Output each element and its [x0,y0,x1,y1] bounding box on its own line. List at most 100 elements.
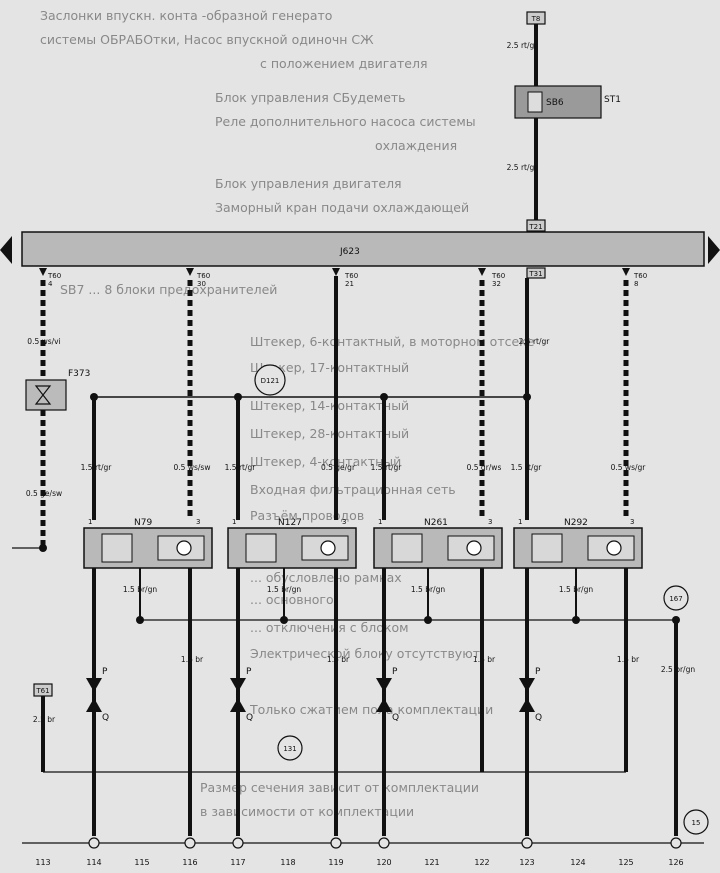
connector-label: T61 [35,687,49,695]
pin-number: 30 [197,280,206,288]
wire-label: 1.5 br/gn [267,585,301,594]
wire-label: 1.5 br/gn [411,585,445,594]
valve-k-icon [320,540,336,556]
pin-number: 8 [634,280,638,288]
fuse-label: SB6 [546,98,564,108]
diode-icon [86,698,102,712]
valve-k-icon [176,540,192,556]
diode-label: Q [535,713,542,723]
valve-pin: 3 [342,518,346,526]
bg-line: ... отключения с блоком [250,620,409,635]
terminal-circle [330,837,342,849]
diode-label: P [392,667,398,677]
wire-label: 2.5 rt/gr [507,163,539,172]
bg-line: Штекер, 28-контактный [250,426,409,441]
diode-label: P [102,667,108,677]
valve-coil [245,533,277,563]
reference-label: D121 [261,377,280,385]
diode-icon [519,678,535,692]
t60-pin-labels: T60 4 T60 30 T60 21 T60 32 T60 8 [47,272,647,288]
connector-label: T8 [531,15,541,23]
reference-circle [683,809,709,835]
terminal-circle [378,837,390,849]
wire-label: 2.5 br [33,715,56,724]
wire-label: 1.5 rt/gr [81,463,113,472]
valve-label: N79 [134,518,152,528]
coordinate-label: 116 [182,858,197,867]
wire-label: 2.5 rt/gr [507,41,539,50]
wire-label: 1.5 rt/gr [225,463,257,472]
control-unit-bar [21,231,705,267]
pin-label: T60 [633,272,647,280]
wire-label: 1.5 br/gn [559,585,593,594]
wire-label: 0.5 ws/sw [174,463,211,472]
reference-label: 167 [669,595,682,603]
valve-signal-wires: 0.5 ws/sw 0.5 ge/gr 0.5 gr/ws 0.5 ws/gr [174,276,647,520]
bg-line: Штекер, 14-контактный [250,398,409,413]
bg-line: с положением двигателя [260,56,428,71]
valve-label: N292 [564,518,588,528]
bg-line: Штекер, 6-контактный, в моторном отсеке [250,334,535,349]
fuse-element [527,91,543,113]
wire-label: 0.5 ws/vi [27,337,60,346]
diode-label: P [535,667,541,677]
control-unit-label: J623 [339,247,360,257]
diode-icon [376,678,392,692]
coordinate-label: 121 [424,858,439,867]
wire-label: 0.5 ge/sw [26,489,62,498]
coordinate-label: 113 [35,858,50,867]
valve-k-icon [606,540,622,556]
coordinate-label: 123 [519,858,534,867]
wire-label: 1.5 br [617,655,640,664]
bg-line: охлаждения [375,138,457,153]
wire-label: 0.5 ge/gr [321,463,356,472]
bg-line: Заморный кран подачи охлаждающей [215,200,469,215]
bg-line: Разъём проводов [250,508,364,523]
wire-label: 0.5 ws/gr [611,463,647,472]
valve-supply-wires: 1.5 rt/gr 1.5 rt/gr 1.5 rt/gr [81,397,403,520]
bg-line: Электрической блоку отсутствуют [250,646,480,661]
coordinate-label: 120 [376,858,391,867]
diode-icon [230,698,246,712]
valve-pin: 3 [196,518,200,526]
coordinate-label: 114 [86,858,101,867]
connector-box-t60 [526,267,546,279]
reference-circle [277,735,303,761]
pin-number: 32 [492,280,501,288]
diode-icon [376,698,392,712]
pin-label: T60 [196,272,210,280]
valve-pin: 1 [232,518,236,526]
bg-line: Штекер, 4-контактный [250,454,401,469]
valve-coil [391,533,423,563]
diode-label: Q [102,713,109,723]
wire-label: 1.5 rt/gr [371,463,403,472]
wire-label: 1.5 br [327,655,350,664]
bg-line: системы ОБРАБОтки, Насос впускной одиноч… [40,32,374,47]
valve-n79: N79 1 3 [83,518,213,569]
down-arrow-icon [186,268,194,276]
wire-label: 1.5 br/gn [123,585,157,594]
diodes: P Q P Q P Q P Q [86,667,542,723]
terminal-circle [521,837,533,849]
connector-label: T21 [528,223,542,231]
pin-label: T60 [491,272,505,280]
top-feed: T8 2.5 rt/gr SB6 ST1 2.5 rt/gr T21 [507,11,621,232]
control-unit-j623: J623 T31 [0,231,720,279]
connector-label: T31 [528,270,542,278]
wire-label: 2.5 rt/gr [519,337,551,346]
background-text-block: Заслонки впускн. конта -образной генерат… [40,8,535,819]
bg-line: Блок управления двигателя [215,176,402,191]
junction-dot [672,616,680,624]
bg-line: в зависимости от комплектации [200,804,414,819]
left-mass: T61 2.5 br 131 15 [33,683,709,835]
bg-line: Реле дополнительного насоса системы [215,114,476,129]
coordinate-label: 117 [230,858,245,867]
terminal-circle [184,837,196,849]
coordinate-label: 118 [280,858,295,867]
coordinate-label: 119 [328,858,343,867]
connector-box-j623 [526,219,546,232]
diode-icon [86,678,102,692]
terminal-circle [232,837,244,849]
